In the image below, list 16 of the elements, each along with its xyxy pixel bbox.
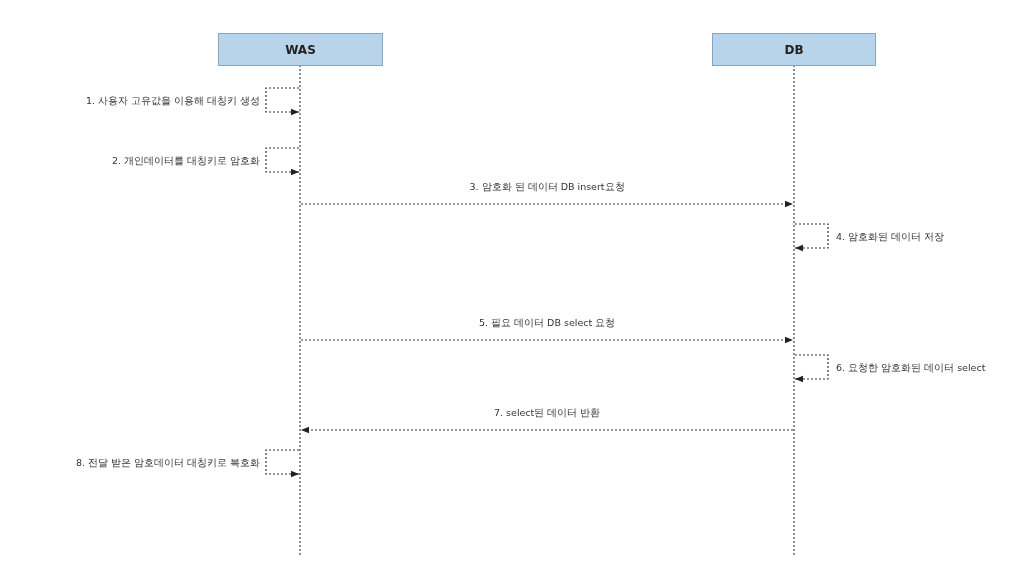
message-arrow [794, 223, 829, 252]
message-label: 2. 개인데이터를 대칭키로 암호화 [110, 154, 263, 167]
message-label: 7. select된 데이터 반환 [492, 406, 603, 419]
message-arrow [300, 336, 794, 344]
message-arrow [265, 87, 300, 116]
participant-box: WAS [218, 33, 383, 66]
message-arrow [265, 449, 300, 478]
message-label: 4. 암호화된 데이터 저장 [834, 230, 947, 243]
message-label: 3. 암호화 된 데이터 DB insert요청 [467, 180, 627, 193]
message-arrow [265, 147, 300, 176]
participant-box: DB [712, 33, 876, 66]
message-label: 8. 전달 받은 암호데이터 대칭키로 복호화 [74, 456, 263, 469]
message-arrow [300, 200, 794, 208]
message-arrow [794, 354, 829, 383]
message-label: 6. 요청한 암호화된 데이터 select [834, 361, 988, 374]
message-arrow [300, 426, 794, 434]
